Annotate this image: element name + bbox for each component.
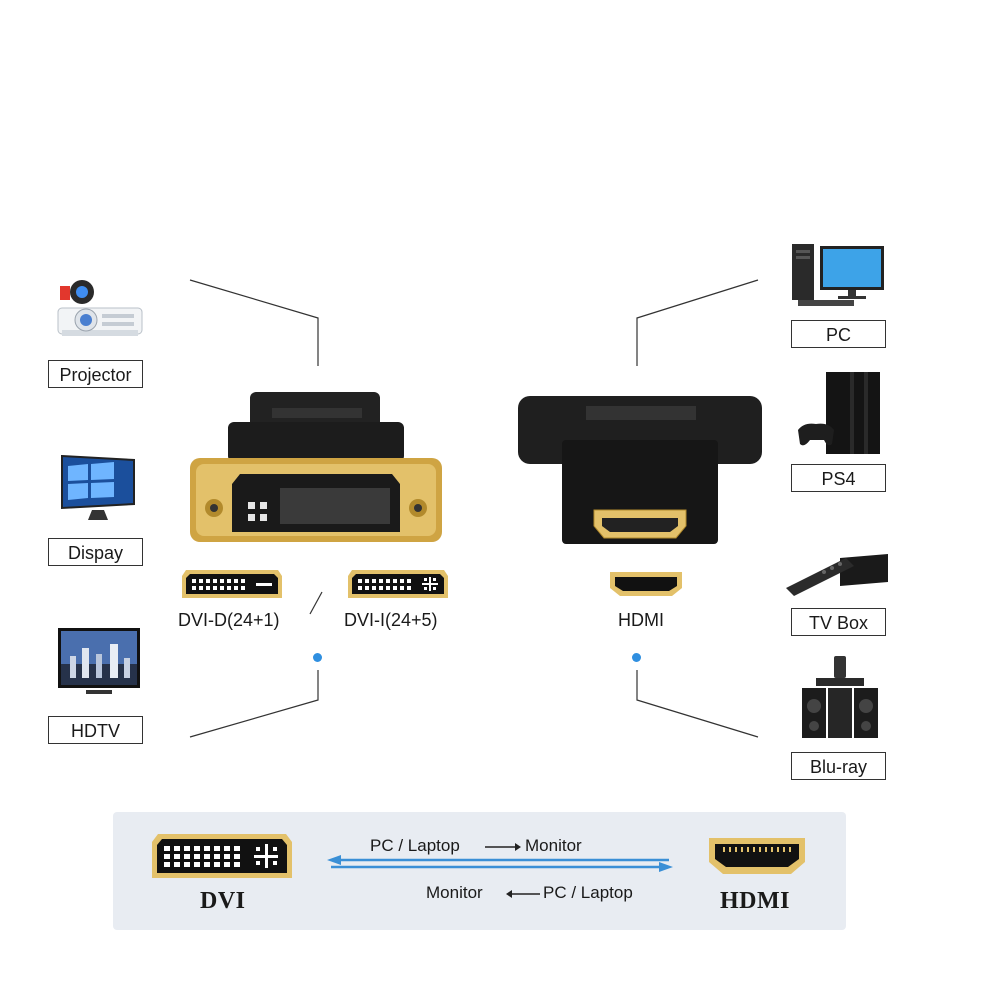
device-label-blu-ray: Blu-ray [791,752,886,780]
tv-box-icon [784,530,892,598]
dvi-adapter-image [188,388,444,548]
device-label-ps4: PS4 [791,464,886,492]
dvi-i-port-icon [346,568,450,600]
dvi-connection-dot [313,653,322,662]
bottom-from-label: Monitor [426,883,483,902]
device-label-pc: PC [791,320,886,348]
dvi-banner-port-icon [150,832,294,880]
device-label-tv-box: TV Box [791,608,886,636]
bottom-to-label: PC / Laptop [543,883,633,902]
hdmi-banner-port-icon [707,836,807,876]
arrow-left-icon [506,887,540,901]
device-label-projector: Projector [48,360,143,388]
monitor-icon [58,452,138,524]
dvi-d-label: DVI-D(24+1) [178,610,280,630]
projector-icon [52,278,144,344]
hdmi-connection-dot [632,653,641,662]
device-label-hdtv: HDTV [48,716,143,744]
device-label-display: Dispay [48,538,143,566]
dvi-d-port-icon [180,568,284,600]
bidirectional-arrow-icon [327,852,673,876]
blu-ray-player-icon [800,654,880,740]
arrow-right-icon [485,840,521,854]
desktop-pc-icon [790,242,888,308]
hdmi-title: HDMI [720,888,790,914]
direction-banner: DVI PC / Laptop Monitor Monitor PC / Lap… [113,812,846,930]
dvi-title: DVI [200,888,246,914]
top-from-label: PC / Laptop [370,836,460,855]
tv-icon [56,626,142,698]
top-to-label: Monitor [525,836,582,855]
dvi-i-label: DVI-I(24+5) [344,610,438,630]
hdmi-port-icon [608,570,684,598]
game-console-icon [794,370,886,456]
hdmi-adapter-image [516,392,764,552]
hdmi-label: HDMI [618,610,664,630]
